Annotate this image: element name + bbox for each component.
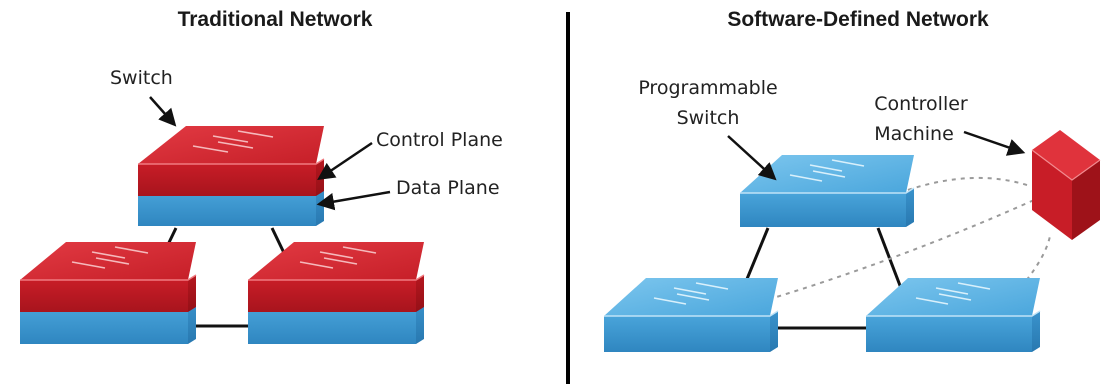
switch-icon — [138, 126, 325, 226]
switch-icon — [604, 278, 779, 352]
server-icon — [1031, 130, 1101, 240]
bidirectional-arrows-icon — [789, 159, 865, 182]
sdn-link-top-right — [876, 227, 906, 297]
switch-icon — [740, 155, 915, 227]
label-controller-line2: Machine — [874, 123, 954, 145]
arrow-control-plane — [317, 141, 373, 180]
arrow-programmable-switch — [727, 135, 777, 181]
bidirectional-arrows-icon — [71, 246, 149, 269]
arrow-switch — [149, 96, 177, 127]
controller-link-top — [907, 176, 1031, 191]
label-control-plane: Control Plane — [376, 129, 503, 151]
label-switch: Switch — [110, 67, 173, 89]
title-traditional-network: Traditional Network — [178, 8, 373, 31]
arrow-controller — [963, 130, 1026, 156]
label-data-plane: Data Plane — [396, 177, 500, 199]
controller-link-left — [759, 199, 1035, 303]
label-programmable-switch-line2: Switch — [677, 107, 740, 129]
label-controller-line1: Controller — [874, 93, 968, 115]
bidirectional-arrows-icon — [192, 130, 274, 153]
bidirectional-arrows-icon — [299, 246, 377, 269]
bidirectional-arrows-icon — [915, 282, 991, 305]
label-programmable-switch-line1: Programmable — [638, 77, 777, 99]
switch-icon — [248, 242, 425, 344]
bidirectional-arrows-icon — [653, 282, 729, 305]
title-software-defined-network: Software-Defined Network — [727, 8, 989, 31]
controller-link-right — [1014, 235, 1051, 295]
arrow-data-plane — [316, 190, 391, 211]
switch-icon — [866, 278, 1041, 352]
switch-icon — [20, 242, 197, 344]
